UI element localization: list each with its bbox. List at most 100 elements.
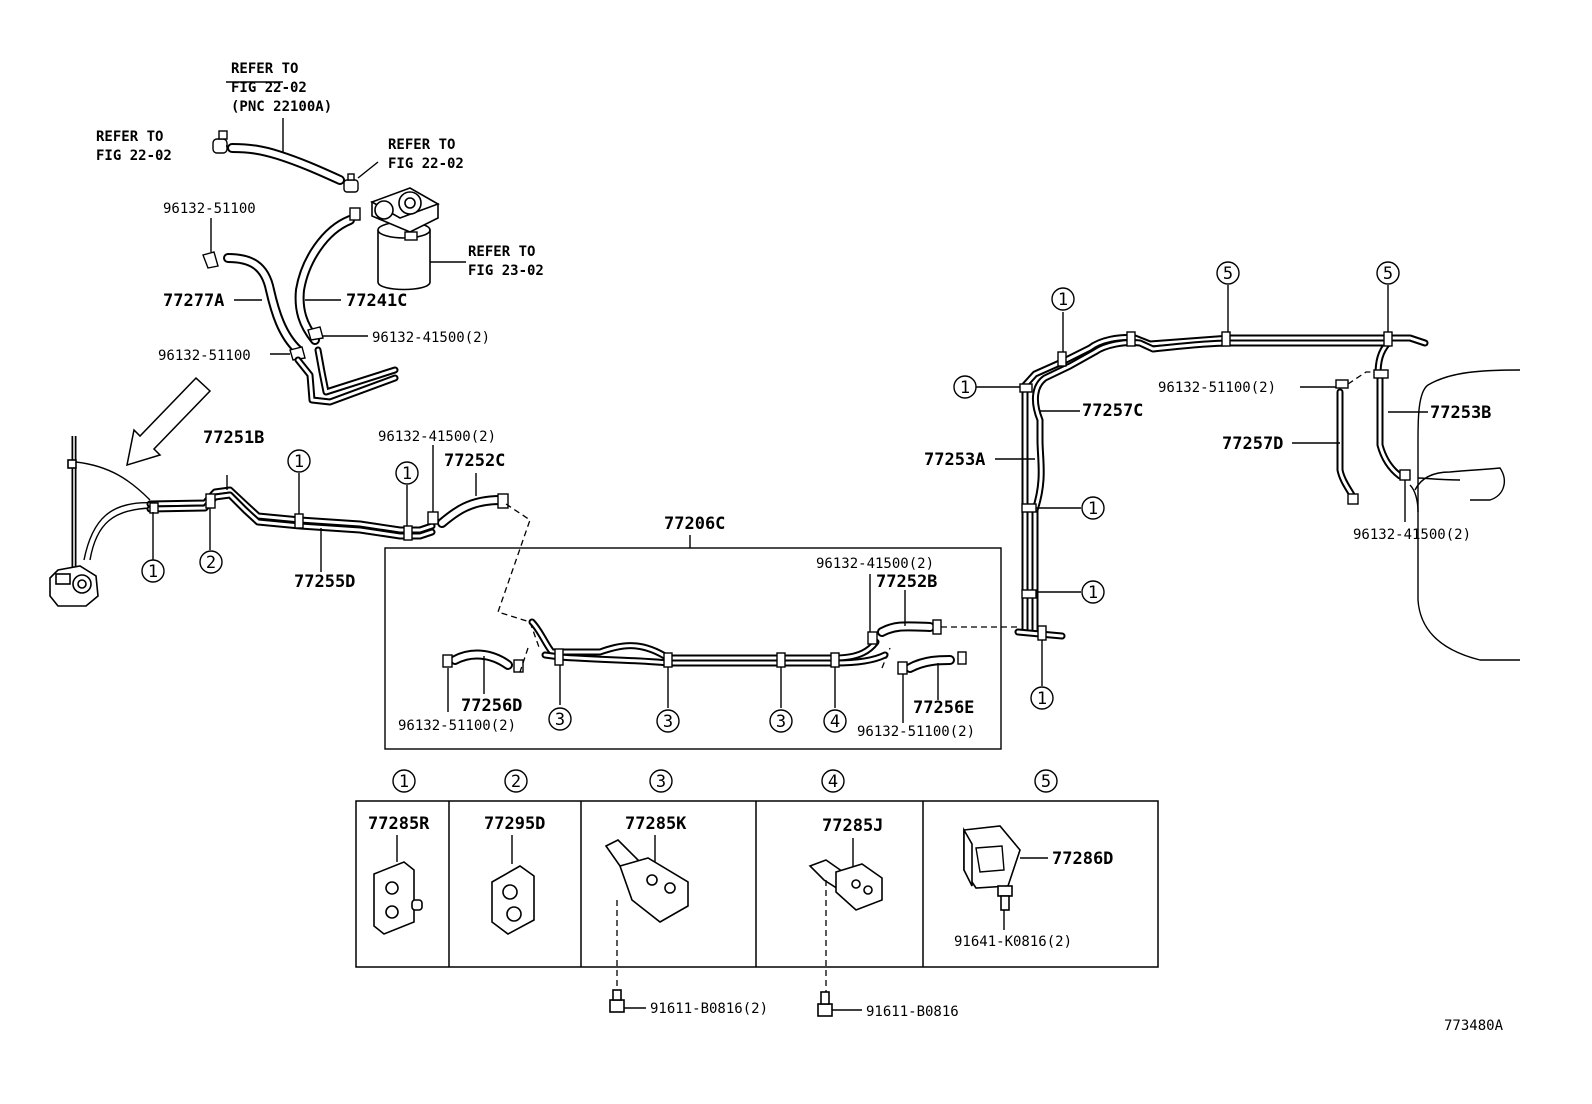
callout-3-center-c: 3 [769, 709, 793, 733]
callout-4-center: 4 [823, 709, 847, 733]
callout-1-front-c: 1 [395, 461, 419, 485]
ref-clamp-right-2: FIG 22-02 [388, 156, 464, 172]
rear-fuel-pipes [1014, 331, 1429, 641]
callout-3-center-a: 3 [548, 707, 572, 731]
ref-clamp-right-1: REFER TO [388, 137, 455, 153]
clamp-77285r-icon [373, 835, 423, 935]
label-77295d: 77295D [484, 814, 545, 834]
callout-1-rear-c: 1 [1081, 496, 1105, 520]
bolt-91611-b0816-icon [817, 991, 862, 1017]
hose-clamp-right [343, 173, 359, 193]
clamp-rear-f [1126, 331, 1136, 347]
svg-text:1: 1 [1088, 583, 1098, 603]
clamp-96132-41500-center [867, 631, 878, 645]
label-96132-51100-center-right: 96132-51100(2) [857, 724, 975, 740]
ref-clamp-left-1: REFER TO [96, 129, 163, 145]
clamp-77253b-top [1373, 369, 1389, 379]
clamp-77257d-bottom [1347, 493, 1359, 505]
callout-4-legend: 4 [821, 769, 845, 793]
label-77285j: 77285J [822, 816, 883, 836]
svg-text:3: 3 [776, 712, 786, 732]
svg-text:5: 5 [1223, 264, 1233, 284]
charcoal-canister [370, 187, 440, 291]
clamp-77252c-end [497, 493, 509, 509]
label-77252b: 77252B [876, 572, 937, 592]
figure-code: 773480A [1444, 1018, 1504, 1034]
svg-text:1: 1 [960, 378, 970, 398]
label-77252c: 77252C [444, 451, 505, 471]
callout-3-legend: 3 [649, 769, 673, 793]
clamp-77295d-icon [491, 835, 535, 935]
direction-arrow [126, 376, 212, 467]
label-77251b: 77251B [203, 428, 264, 448]
fuel-pump-assembly [49, 565, 99, 607]
canister-assembly [202, 81, 466, 406]
label-77255d: 77255D [294, 572, 355, 592]
callout-1-front-a: 1 [141, 559, 165, 583]
clamp-96132-51100-upper [202, 251, 219, 269]
fuel-tank-outline [1409, 369, 1521, 661]
bracket-77286d-icon [963, 825, 1048, 930]
label-77253b: 77253B [1430, 403, 1491, 423]
label-77253a: 77253A [924, 450, 985, 470]
hose-clamp-canister [349, 207, 361, 221]
label-91641-k0816: 91641-K0816(2) [954, 934, 1072, 950]
hose-77277a [223, 253, 303, 355]
clamp-77256d-right [513, 659, 524, 673]
clamp-77285j-icon [808, 838, 883, 1002]
svg-text:5: 5 [1041, 772, 1051, 792]
clamp-77256e-left [897, 661, 908, 675]
clamp-3-center-a [554, 648, 564, 666]
callout-1-rear-b: 1 [1081, 580, 1105, 604]
callout-1-legend: 1 [392, 769, 416, 793]
clamp-1-front-b [294, 513, 304, 529]
clamp-77256d-left [442, 654, 453, 668]
svg-text:2: 2 [206, 553, 216, 573]
svg-text:1: 1 [1058, 290, 1068, 310]
clamp-77256e-right [957, 651, 967, 665]
bolt-91611-b0816-2-icon [609, 989, 646, 1013]
callout-5-rear-b: 5 [1376, 261, 1400, 285]
callout-2-legend: 2 [504, 769, 528, 793]
svg-text:3: 3 [656, 772, 666, 792]
svg-text:3: 3 [555, 710, 565, 730]
callout-5-rear-a: 5 [1216, 261, 1240, 285]
clamp-96132-41500-rear [1399, 469, 1411, 481]
ref-hose-line-2: FIG 22-02 [231, 80, 307, 96]
hose-clamp-left [212, 130, 228, 154]
ref-canister-1: REFER TO [468, 244, 535, 260]
clamp-3-center-b [663, 652, 673, 668]
svg-text:1: 1 [1037, 689, 1047, 709]
clamp-1-front-a [149, 502, 159, 514]
svg-text:1: 1 [294, 452, 304, 472]
label-96132-41500-canister: 96132-41500(2) [372, 330, 490, 346]
ref-canister-2: FIG 23-02 [468, 263, 544, 279]
label-77257d: 77257D [1222, 434, 1283, 454]
callout-1-front-b: 1 [287, 449, 311, 473]
clamp-1-front-c [403, 525, 413, 541]
label-77206c: 77206C [664, 514, 725, 534]
label-77256e: 77256E [913, 698, 974, 718]
svg-text:1: 1 [1088, 499, 1098, 519]
svg-text:2: 2 [511, 772, 521, 792]
clamp-4-center [830, 652, 840, 668]
clamp-77252b-end [932, 619, 942, 635]
svg-text:1: 1 [402, 464, 412, 484]
clamp-96132-41500-front [427, 511, 439, 525]
label-77257c: 77257C [1082, 401, 1143, 421]
hose-77241c [294, 215, 355, 345]
clamp-1-rear-c [1021, 503, 1037, 513]
svg-text:3: 3 [663, 712, 673, 732]
label-77256d: 77256D [461, 696, 522, 716]
callout-1-rear-e: 1 [1051, 287, 1075, 311]
ref-clamp-left-2: FIG 22-02 [96, 148, 172, 164]
label-96132-41500-rear: 96132-41500(2) [1353, 527, 1471, 543]
label-77241c: 77241C [346, 291, 407, 311]
label-77285r: 77285R [368, 814, 430, 834]
clamp-96132-41500 [307, 326, 324, 341]
label-96132-41500-center: 96132-41500(2) [816, 556, 934, 572]
clamp-1-rear-e [1057, 351, 1067, 367]
clamp-77257d-top [1335, 379, 1349, 389]
clamp-legend: 1 2 3 4 5 77285R 77295D 77285K 77285J 77… [355, 769, 1159, 1020]
